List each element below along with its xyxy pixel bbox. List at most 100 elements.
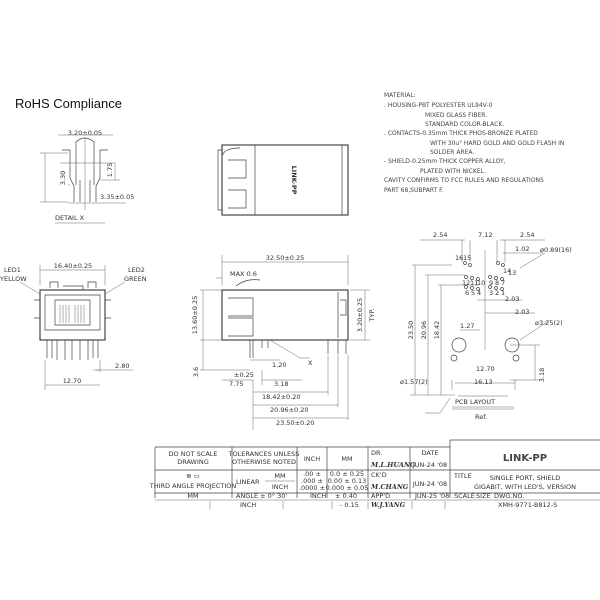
tb-text: DRAWING xyxy=(177,458,209,466)
svg-text:⊕ ▭: ⊕ ▭ xyxy=(186,472,200,480)
led2-color: GREEN xyxy=(124,275,147,283)
pin-number: 16 xyxy=(455,254,463,262)
dim-3-18: 3.18 xyxy=(538,368,546,382)
pin-number: 4 xyxy=(477,289,481,297)
material-line: STANDARD COLOR-BLACK. xyxy=(425,121,504,128)
tb-date: JUN-25 '08 xyxy=(414,492,449,500)
dim-v-23-50: 23.50 xyxy=(407,321,415,340)
pin-number: 14 xyxy=(503,267,511,275)
material-line: SOLDER AREA. xyxy=(430,149,474,156)
tb-date: JUN-24 '08 xyxy=(412,480,447,488)
dim-pitch-mid: 7.12 xyxy=(478,231,492,239)
pin-number: 9 xyxy=(489,279,493,287)
material-line: PLATED WITH NICKEL. xyxy=(420,168,486,175)
detail-x-view: 3.20±0.05 3.30 1.75 3.35±0.05 DETAIL X xyxy=(40,129,134,224)
drawing-number: XMH-9771-B812-S xyxy=(498,501,557,509)
pin-number: 6 xyxy=(465,289,469,297)
dim-small-hole: ø1.57(2) xyxy=(400,378,428,386)
tb-text: 0.00 ± 0.13 xyxy=(328,477,367,485)
title-block: DO NOT SCALE DRAWING TOLERANCES UNLESS O… xyxy=(149,439,600,509)
dim-length: 32.50±0.25 xyxy=(266,254,305,262)
tb-text: MM xyxy=(274,472,285,480)
dim-height: 3.30 xyxy=(59,171,67,185)
tb-text: INCH xyxy=(240,501,256,509)
company-logo: LINK-PP xyxy=(503,453,547,464)
material-line: CAVITY CONFIRMS TO FCC RULES AND REGULAT… xyxy=(384,177,544,184)
detail-x-marker: X xyxy=(308,359,313,367)
drawing-title: SINGLE PORT, SHIELD xyxy=(490,474,561,482)
pin-number: 13 xyxy=(508,269,516,277)
pin-number: 12 xyxy=(462,279,470,287)
tb-text: INCH xyxy=(272,483,288,491)
dim-v-18-42: 18.42 xyxy=(433,321,441,340)
tb-text: .0000 ± xyxy=(299,484,325,492)
material-line: - SHIELD-0.25mm THICK COPPER ALLOY, xyxy=(384,158,506,165)
pin-number: 2 xyxy=(495,289,499,297)
dim-pin-width: 1.20 xyxy=(272,361,286,369)
tb-text: SIZE xyxy=(476,492,491,500)
tb-text: CK'D xyxy=(371,471,387,479)
dim-3-18: 3.18 xyxy=(274,380,288,388)
tb-text: MM xyxy=(341,455,352,463)
front-view: 16.40±0.25 LED1 YELLOW LED2 GREEN 2.80 1… xyxy=(0,262,147,390)
material-line: MATERIAL: xyxy=(384,92,416,99)
pin-number: 5 xyxy=(471,289,475,297)
part-brand-label: LINK-PP xyxy=(290,166,298,195)
tb-date: JUN-24 '08 xyxy=(412,461,447,469)
material-line: PART 68,SUBPART F. xyxy=(384,187,444,194)
tb-text: 0.0 ± 0.25 xyxy=(330,470,364,478)
detail-x-label: DETAIL X xyxy=(55,214,85,222)
tb-text: DO NOT SCALE xyxy=(168,450,217,458)
material-line: WITH 30u" HARD GOLD AND GOLD FLASH IN xyxy=(430,140,564,147)
dim-16-13: 16.13 xyxy=(474,378,493,386)
led1-color: YELLOW xyxy=(0,275,27,283)
tb-text: THIRD ANGLE PROJECTION xyxy=(149,482,237,490)
dim-width: 3.20±0.05 xyxy=(68,129,102,137)
tb-text: INCH xyxy=(310,492,326,500)
tb-text: APP'D xyxy=(371,492,390,500)
tb-text: MM xyxy=(187,492,198,500)
dim-front-tol: ±0.25 xyxy=(234,371,254,379)
dim-2-03-b: 2.03 xyxy=(515,308,529,316)
tb-text: ANGLE ± 0° 30' xyxy=(236,492,287,500)
drawn-by: M.L.HUANG xyxy=(370,461,416,469)
led1-label: LED1 xyxy=(4,266,21,274)
dim-12-70: 12.70 xyxy=(476,365,495,373)
dim-v-20-96: 20.96 xyxy=(420,321,428,340)
tb-text: LINEAR xyxy=(236,478,260,486)
dim-hole: ø0.89(16) xyxy=(540,246,572,254)
tb-text: DR. xyxy=(371,449,382,457)
dim-1-02: 1.02 xyxy=(515,245,529,253)
dim-slot: 1.75 xyxy=(106,163,114,177)
tb-text: 0.000 ± 0.05 xyxy=(326,484,369,492)
material-notes: MATERIAL: . HOUSING-PBT POLYESTER UL94V-… xyxy=(384,92,564,194)
pcb-ref-label: Ref. xyxy=(475,413,487,421)
pin-number: 7 xyxy=(501,279,505,287)
top-view: LINK-PP xyxy=(217,144,349,216)
dim-pitch-right: 2.54 xyxy=(520,231,534,239)
rohs-title: RoHS Compliance xyxy=(15,96,122,111)
tb-text: TITLE xyxy=(453,472,472,480)
checked-by: M.CHANG xyxy=(370,483,409,491)
drawing-title: GIGABIT, WITH LED'S, VERSION xyxy=(474,483,576,491)
dim-front-width: 16.40±0.25 xyxy=(54,262,93,270)
dim-tab: 3.20±0.25 xyxy=(356,298,364,332)
tb-text: OTHERWISE NOTED xyxy=(232,458,296,466)
tb-text: DATE xyxy=(422,449,439,457)
tb-text: DWG.NO. xyxy=(494,492,524,500)
pin-number: 15 xyxy=(463,254,471,262)
dim-max: MAX 0.6 xyxy=(230,270,257,278)
dim-pitch: 12.70 xyxy=(63,377,82,385)
pin-number: 10 xyxy=(477,279,485,287)
dim-height: 13.60±0.25 xyxy=(191,296,199,335)
pin-holes xyxy=(450,261,520,362)
tb-text: SCALE xyxy=(454,492,475,500)
pin-number: 8 xyxy=(495,279,499,287)
dim-pitch-left: 2.54 xyxy=(433,231,447,239)
dim-1-27: 1.27 xyxy=(460,322,474,330)
dim-front: 7.75 xyxy=(229,380,243,388)
pcb-layout: 2.54 7.12 2.54 1.02 ø0.89(16) 23.50 20.9… xyxy=(400,231,572,421)
dim-20-96: 20.96±0.20 xyxy=(270,406,309,414)
